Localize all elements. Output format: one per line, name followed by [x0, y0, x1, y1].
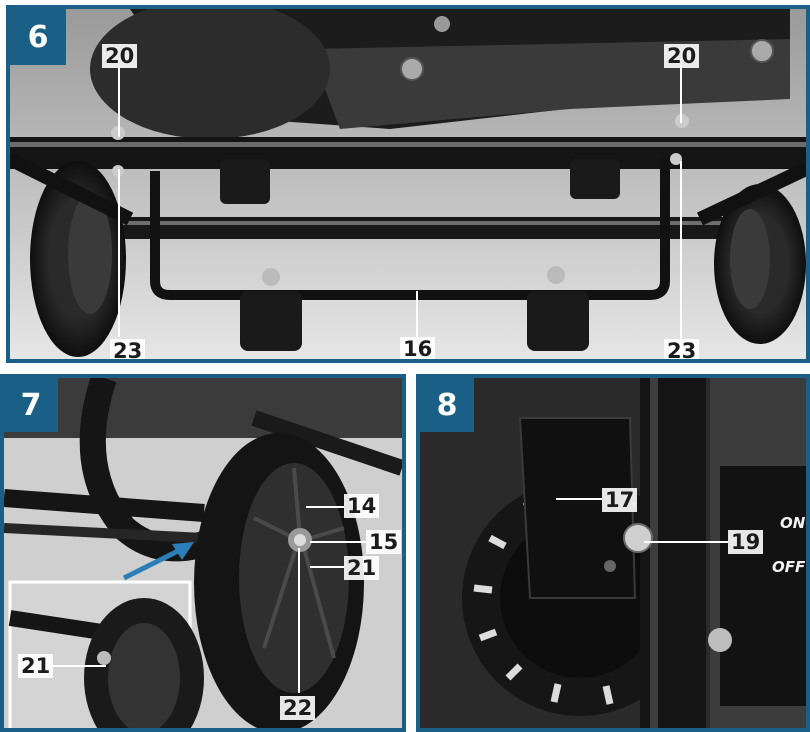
- figure-6-panel: 6 20 20 23 16 23: [6, 5, 810, 363]
- callout-15: 15: [366, 530, 402, 554]
- callout-23-left: 23: [110, 339, 146, 359]
- callout-17: 17: [602, 488, 638, 512]
- leader-line: [556, 498, 602, 500]
- figure-7-number: 7: [4, 378, 58, 432]
- switch-off-label: OFF: [772, 558, 806, 576]
- callout-16: 16: [400, 337, 436, 359]
- leader-line: [118, 67, 120, 137]
- leader-line: [118, 169, 120, 337]
- callout-20-right: 20: [664, 44, 700, 68]
- leader-line: [680, 161, 682, 339]
- leader-line: [52, 665, 106, 667]
- leader-line: [298, 548, 300, 693]
- callout-14: 14: [344, 494, 380, 518]
- leader-line: [644, 541, 728, 543]
- figure-7-panel: 7 14 15 21 22 21: [0, 374, 406, 732]
- callout-21-inset: 21: [18, 654, 54, 678]
- leader-line: [310, 541, 366, 543]
- leader-line: [416, 291, 418, 337]
- figure-8-photo: [420, 378, 806, 728]
- callout-20-left: 20: [102, 44, 138, 68]
- callout-19: 19: [728, 530, 764, 554]
- switch-on-label: ON: [780, 514, 806, 532]
- leader-line: [310, 566, 344, 568]
- figure-6-number: 6: [10, 9, 66, 65]
- callout-22: 22: [280, 696, 316, 720]
- figure-7-photo: [4, 378, 402, 728]
- figure-8-number: 8: [420, 378, 474, 432]
- figure-8-panel: 8 ON OFF 17 19: [416, 374, 810, 732]
- leader-line: [306, 506, 344, 508]
- callout-21: 21: [344, 556, 380, 580]
- callout-23-right: 23: [664, 339, 700, 359]
- leader-line: [680, 65, 682, 123]
